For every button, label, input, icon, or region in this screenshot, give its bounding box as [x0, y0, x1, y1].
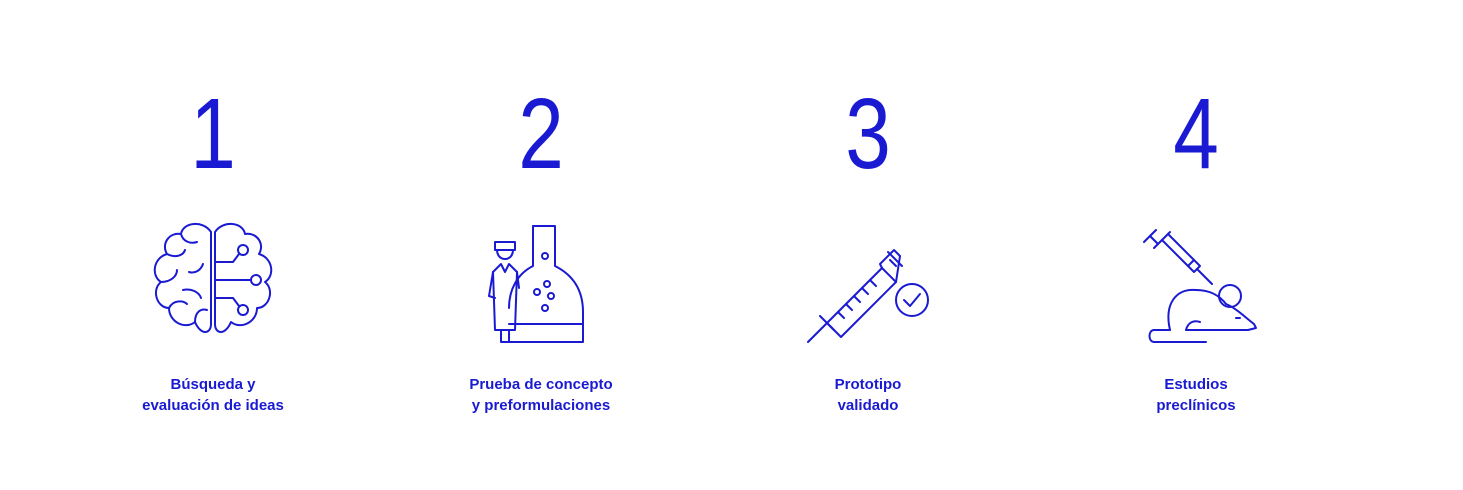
step-1: 1	[63, 0, 363, 490]
step-3: 3 Prototipo validado	[718, 0, 1018, 490]
step-label-line1: Estudios	[1164, 376, 1228, 393]
step-2: 2 Prueba de	[391, 0, 691, 490]
step-label-line2: preclínicos	[1156, 397, 1236, 414]
syringe-check-icon	[798, 212, 938, 352]
step-label-line1: Prueba de concepto	[469, 376, 613, 393]
step-number: 1	[190, 78, 236, 190]
step-label-line2: validado	[837, 397, 899, 414]
step-label-line2: evaluación de ideas	[142, 397, 284, 414]
step-number: 2	[518, 78, 564, 190]
brain-circuit-icon	[143, 212, 283, 352]
step-number: 3	[845, 78, 891, 190]
step-4: 4 Estudios preclínicos	[1046, 0, 1346, 490]
scientist-flask-icon	[471, 212, 611, 352]
step-label: Prototipo validado	[718, 374, 1018, 416]
step-label-line2: y preformulaciones	[471, 397, 611, 414]
step-label: Estudios preclínicos	[1046, 374, 1346, 416]
syringe-mouse-icon	[1126, 212, 1266, 352]
step-number: 4	[1173, 78, 1219, 190]
step-label-line1: Búsqueda y	[170, 376, 256, 393]
step-label: Búsqueda y evaluación de ideas	[63, 374, 363, 416]
step-label-line1: Prototipo	[834, 376, 902, 393]
step-label: Prueba de concepto y preformulaciones	[391, 374, 691, 416]
